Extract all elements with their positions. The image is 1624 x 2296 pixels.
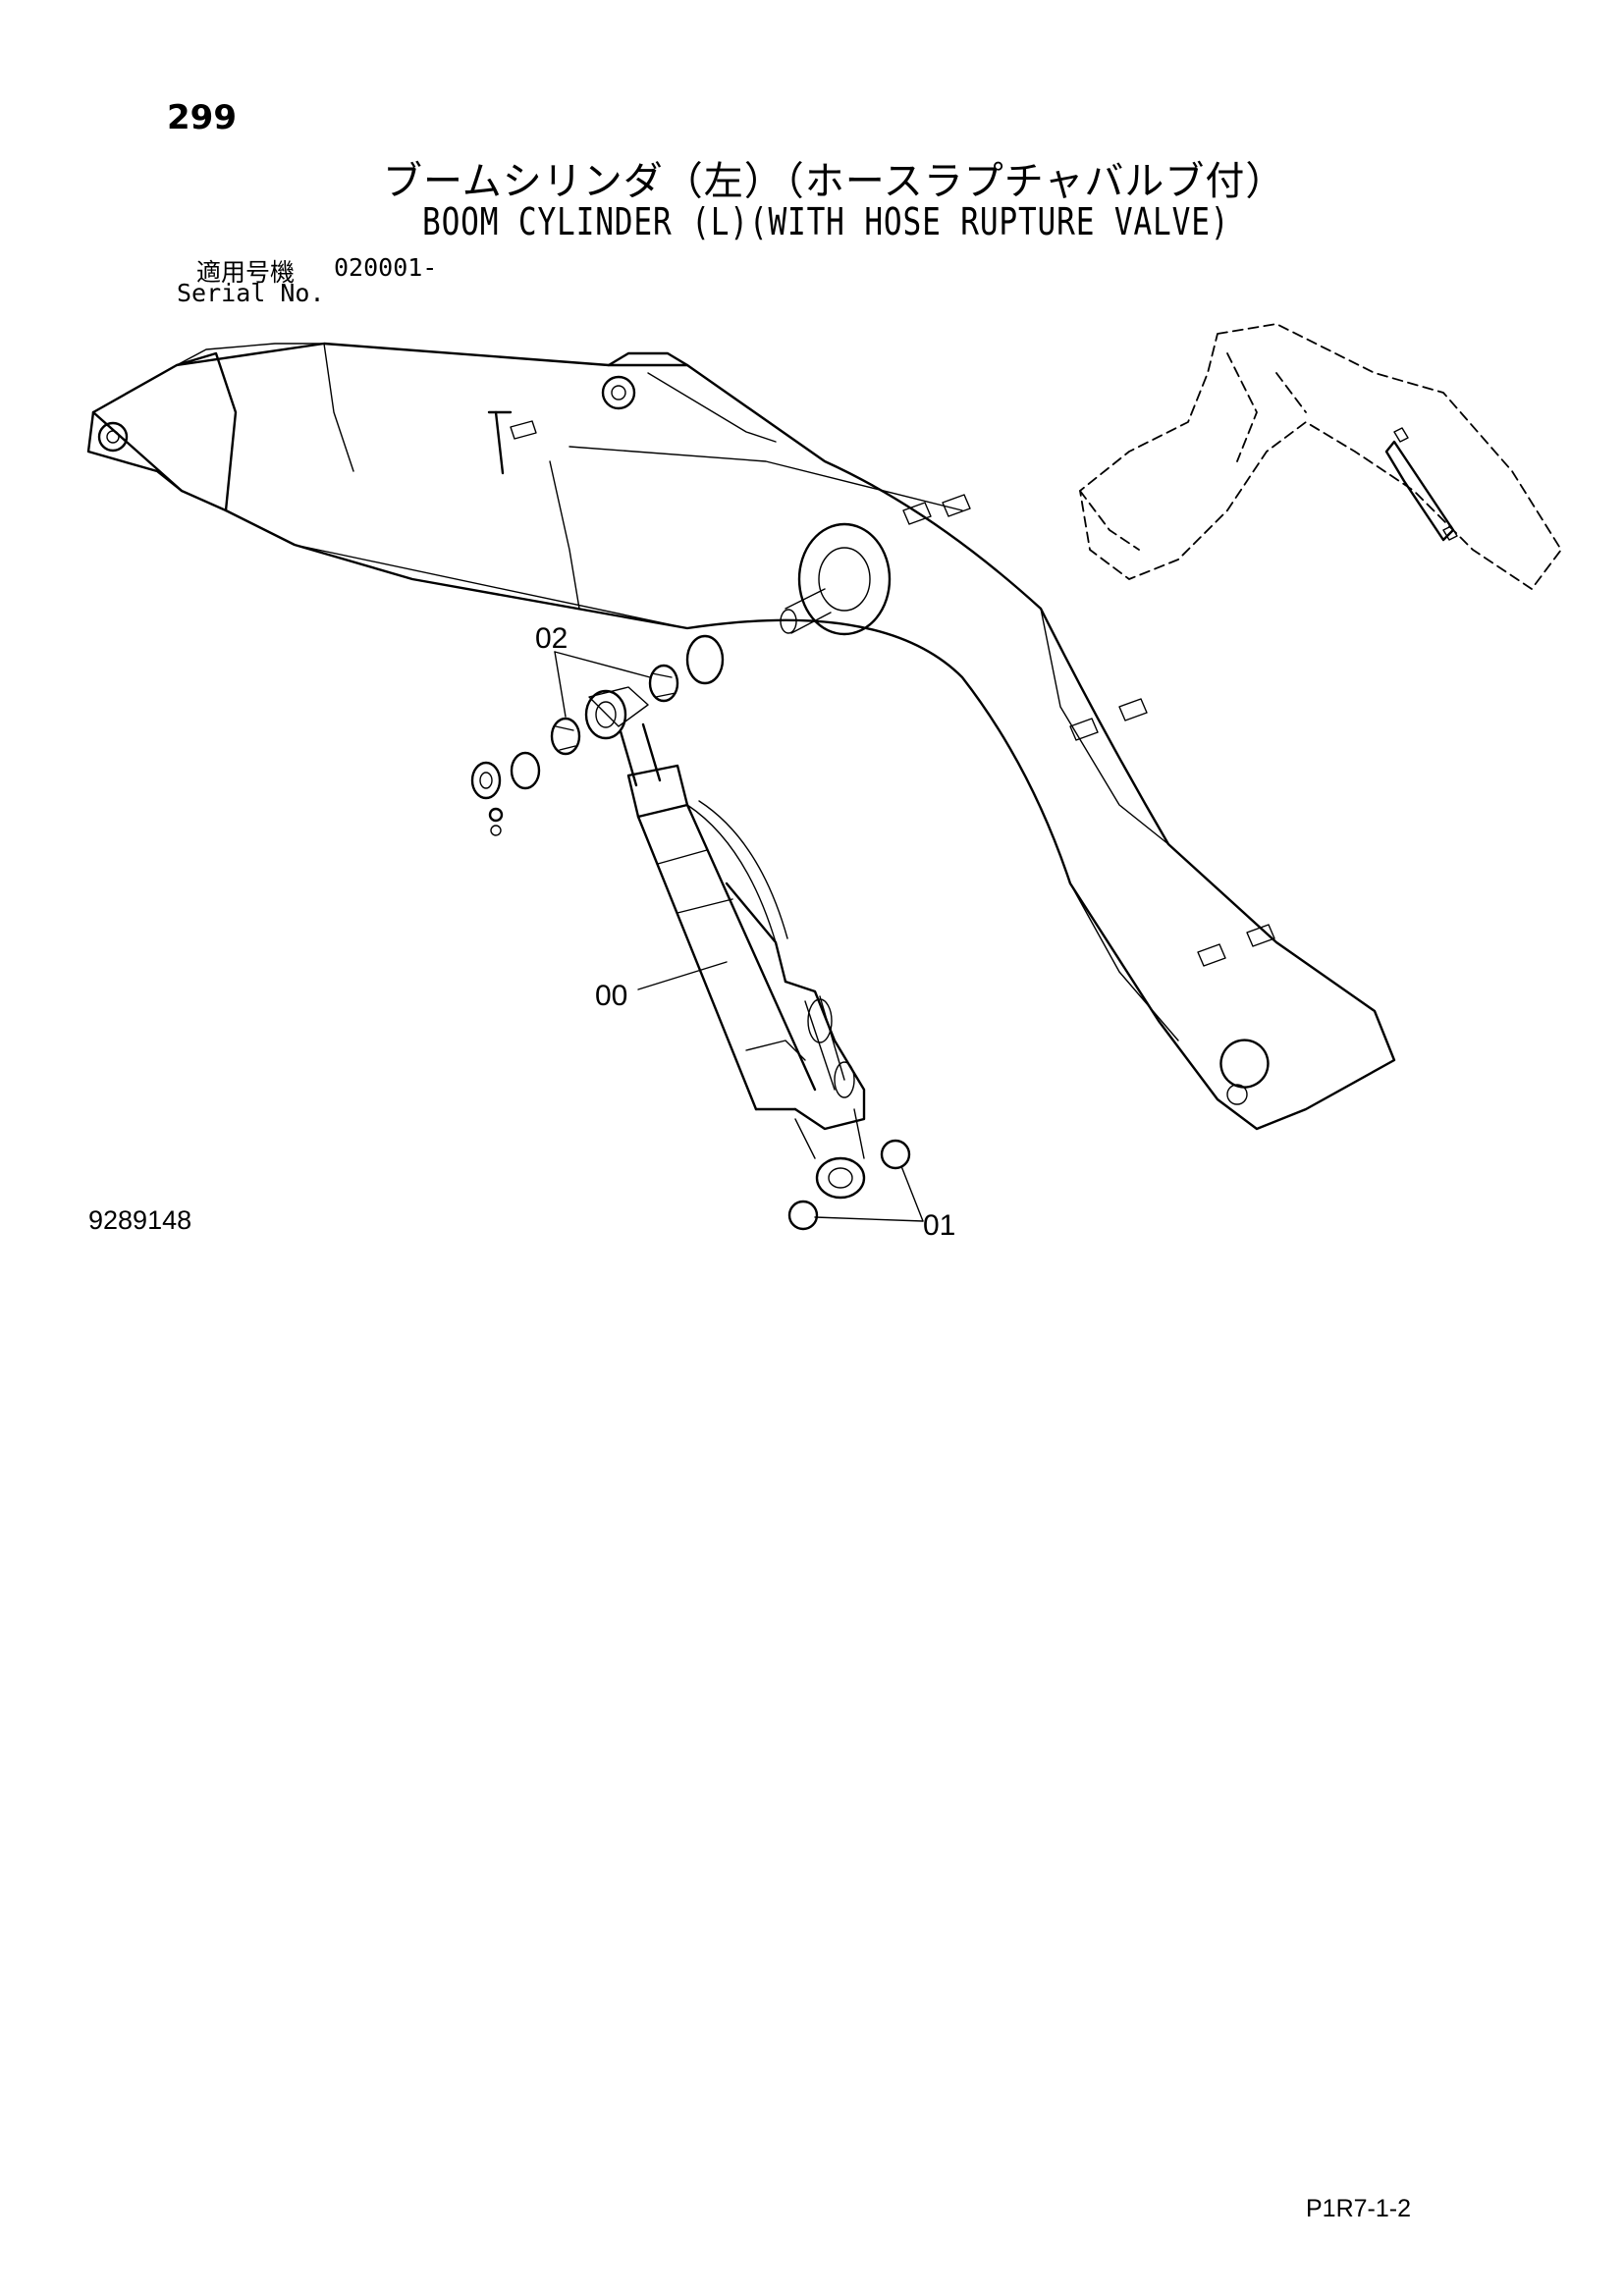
callout-01: 01 bbox=[923, 1209, 956, 1242]
page-title-english: BOOM CYLINDER (L)(WITH HOSE RUPTURE VALV… bbox=[422, 200, 1230, 243]
page-title-japanese: ブームシリンダ（左）（ホースラプチャバルブ付） bbox=[383, 159, 1286, 204]
page-number: 299 bbox=[167, 98, 237, 137]
lower-bushings bbox=[787, 1139, 911, 1231]
sheet-id: P1R7-1-2 bbox=[1306, 2195, 1411, 2222]
washer bbox=[685, 634, 725, 685]
pin-bolt-nut-set bbox=[470, 410, 541, 836]
callout-00: 00 bbox=[595, 980, 628, 1012]
boom-arm bbox=[86, 342, 1396, 1131]
serial-label-english: Serial No. bbox=[177, 279, 325, 307]
serial-label-japanese: 適用号機 bbox=[196, 258, 296, 287]
drawing-number: 9289148 bbox=[88, 1205, 192, 1235]
leader-lines bbox=[554, 651, 924, 1222]
upper-bushings bbox=[550, 664, 679, 756]
boom-cylinder bbox=[584, 686, 866, 1200]
callout-02: 02 bbox=[535, 622, 568, 655]
serial-value: 020001- bbox=[334, 253, 438, 282]
machine-position-sketch bbox=[1079, 323, 1562, 590]
